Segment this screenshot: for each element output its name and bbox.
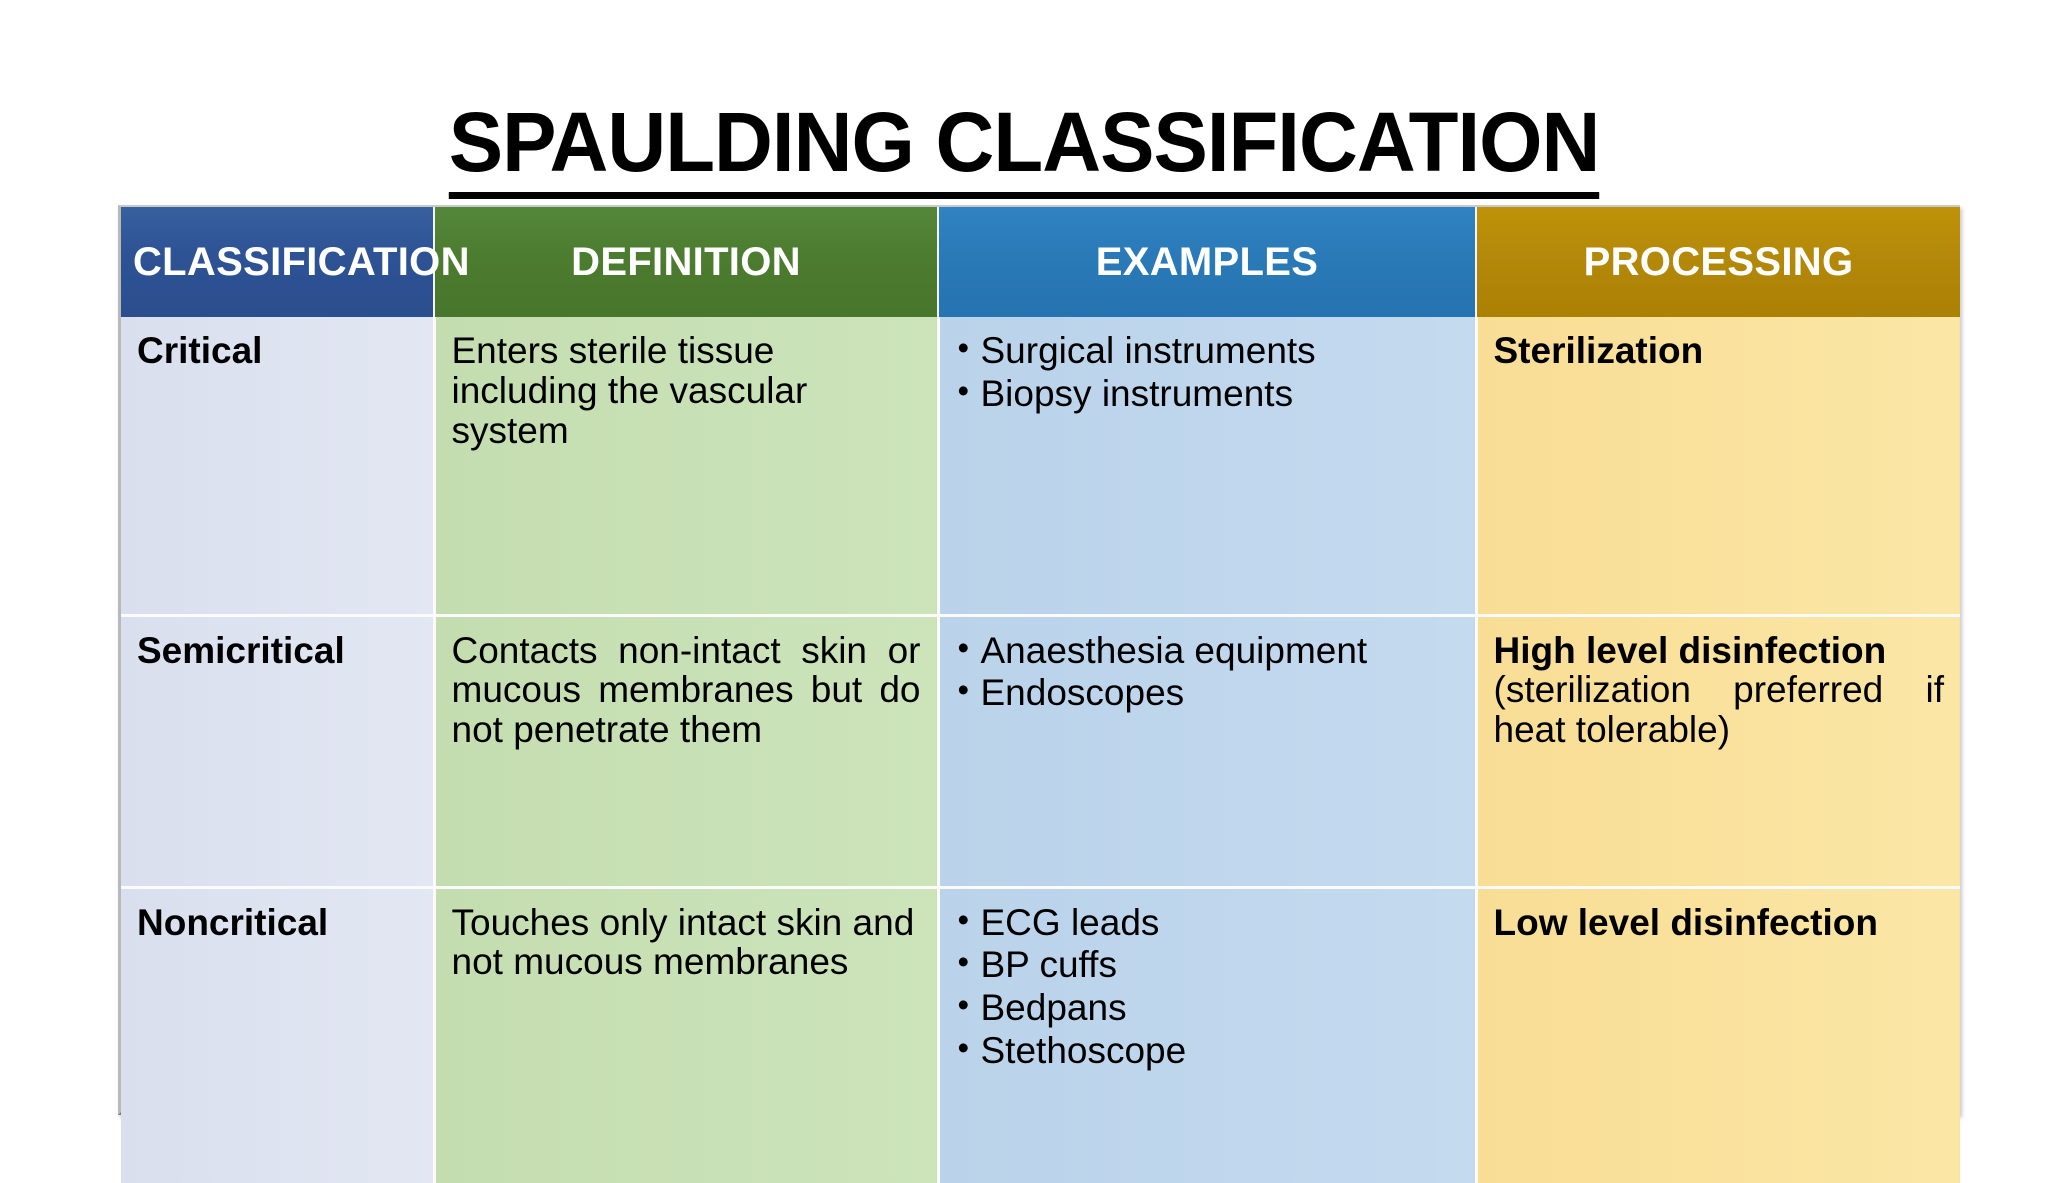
table-row: Semicritical Contacts non-intact skin or… xyxy=(121,615,1960,889)
cell-definition: Touches only intact skin and not mucous … xyxy=(434,887,940,1183)
cell-definition: Contacts non-intact skin or mucous membr… xyxy=(434,615,940,889)
list-item-label: BP cuffs xyxy=(980,944,1117,986)
column-header-definition: DEFINITION xyxy=(434,207,939,317)
cell-processing: Sterilization xyxy=(1476,317,1960,617)
bullet-icon: • xyxy=(957,371,970,409)
processing-note: (sterilization preferred if heat tolerab… xyxy=(1493,669,1945,751)
definition-text: Touches only intact skin and not mucous … xyxy=(451,901,915,983)
bullet-icon: • xyxy=(957,943,970,981)
table-header: CLASSIFICATION DEFINITION EXAMPLES PROCE… xyxy=(121,207,1960,317)
cell-classification: Critical xyxy=(121,317,436,617)
list-item: • Bedpans xyxy=(956,986,1459,1029)
processing-main: Sterilization xyxy=(1493,330,1704,371)
list-item: • Stethoscope xyxy=(956,1029,1459,1072)
list-item-label: Surgical instruments xyxy=(980,330,1316,371)
examples-list: • Surgical instruments • Biopsy instrument… xyxy=(956,329,1459,414)
cell-classification: Semicritical xyxy=(121,615,436,889)
cell-examples: • Surgical instruments • Biopsy instrument… xyxy=(938,317,1478,617)
slide-canvas: SPAULDING CLASSIFICATION CLASSIFICATION … xyxy=(0,42,2048,1183)
definition-text: Enters sterile tissue including the vasc… xyxy=(451,330,808,451)
table-body: Critical Enters sterile tissue including… xyxy=(121,317,1960,1183)
examples-list: • Anaesthesia equipment • Endoscopes xyxy=(956,628,1459,714)
list-item-label: Stethoscope xyxy=(980,1030,1187,1072)
list-item: • ECG leads xyxy=(956,900,1459,943)
cell-examples: • ECG leads • BP cuffs • Bedpans • Stethosco… xyxy=(938,887,1478,1183)
examples-list: • ECG leads • BP cuffs • Bedpans • Stethosco… xyxy=(956,900,1459,1072)
column-header-examples: EXAMPLES xyxy=(938,207,1477,317)
cell-classification: Noncritical xyxy=(121,887,436,1183)
cell-processing: High level disinfection (sterilization p… xyxy=(1476,615,1960,889)
processing-main: Low level disinfection xyxy=(1493,901,1878,943)
column-header-classification: CLASSIFICATION xyxy=(121,207,469,317)
list-item-label: Anaesthesia equipment xyxy=(980,629,1368,671)
spaulding-table-container: CLASSIFICATION DEFINITION EXAMPLES PROCE… xyxy=(118,205,1960,1183)
bullet-icon: • xyxy=(957,1029,970,1067)
page-title: SPAULDING CLASSIFICATION xyxy=(448,98,1600,200)
cell-definition: Enters sterile tissue including the vasc… xyxy=(434,317,940,617)
list-item: • Endoscopes xyxy=(956,671,1459,714)
list-item-label: ECG leads xyxy=(980,901,1160,943)
column-header-processing: PROCESSING xyxy=(1476,207,1960,317)
list-item-label: Endoscopes xyxy=(980,672,1185,714)
bullet-icon: • xyxy=(957,671,970,709)
cell-processing: Low level disinfection xyxy=(1476,887,1960,1183)
bullet-icon: • xyxy=(957,329,970,366)
processing-main: High level disinfection xyxy=(1493,629,1887,671)
bullet-icon: • xyxy=(957,986,970,1024)
list-item: • Biopsy instruments xyxy=(956,371,1459,414)
list-item: • BP cuffs xyxy=(956,943,1459,986)
list-item-label: Biopsy instruments xyxy=(980,372,1294,414)
header-row: CLASSIFICATION DEFINITION EXAMPLES PROCE… xyxy=(121,207,1960,317)
table-row: Noncritical Touches only intact skin and… xyxy=(121,887,1960,1183)
table-row: Critical Enters sterile tissue including… xyxy=(121,317,1960,617)
bullet-icon: • xyxy=(957,900,970,938)
list-item-label: Bedpans xyxy=(980,987,1127,1029)
bullet-icon: • xyxy=(957,628,970,666)
list-item: • Anaesthesia equipment xyxy=(956,628,1459,671)
title-container: SPAULDING CLASSIFICATION xyxy=(0,42,2048,256)
definition-text: Contacts non-intact skin or mucous membr… xyxy=(451,629,921,751)
cell-examples: • Anaesthesia equipment • Endoscopes xyxy=(938,615,1478,889)
list-item: • Surgical instruments xyxy=(956,329,1459,371)
spaulding-table: CLASSIFICATION DEFINITION EXAMPLES PROCE… xyxy=(121,207,1960,1183)
